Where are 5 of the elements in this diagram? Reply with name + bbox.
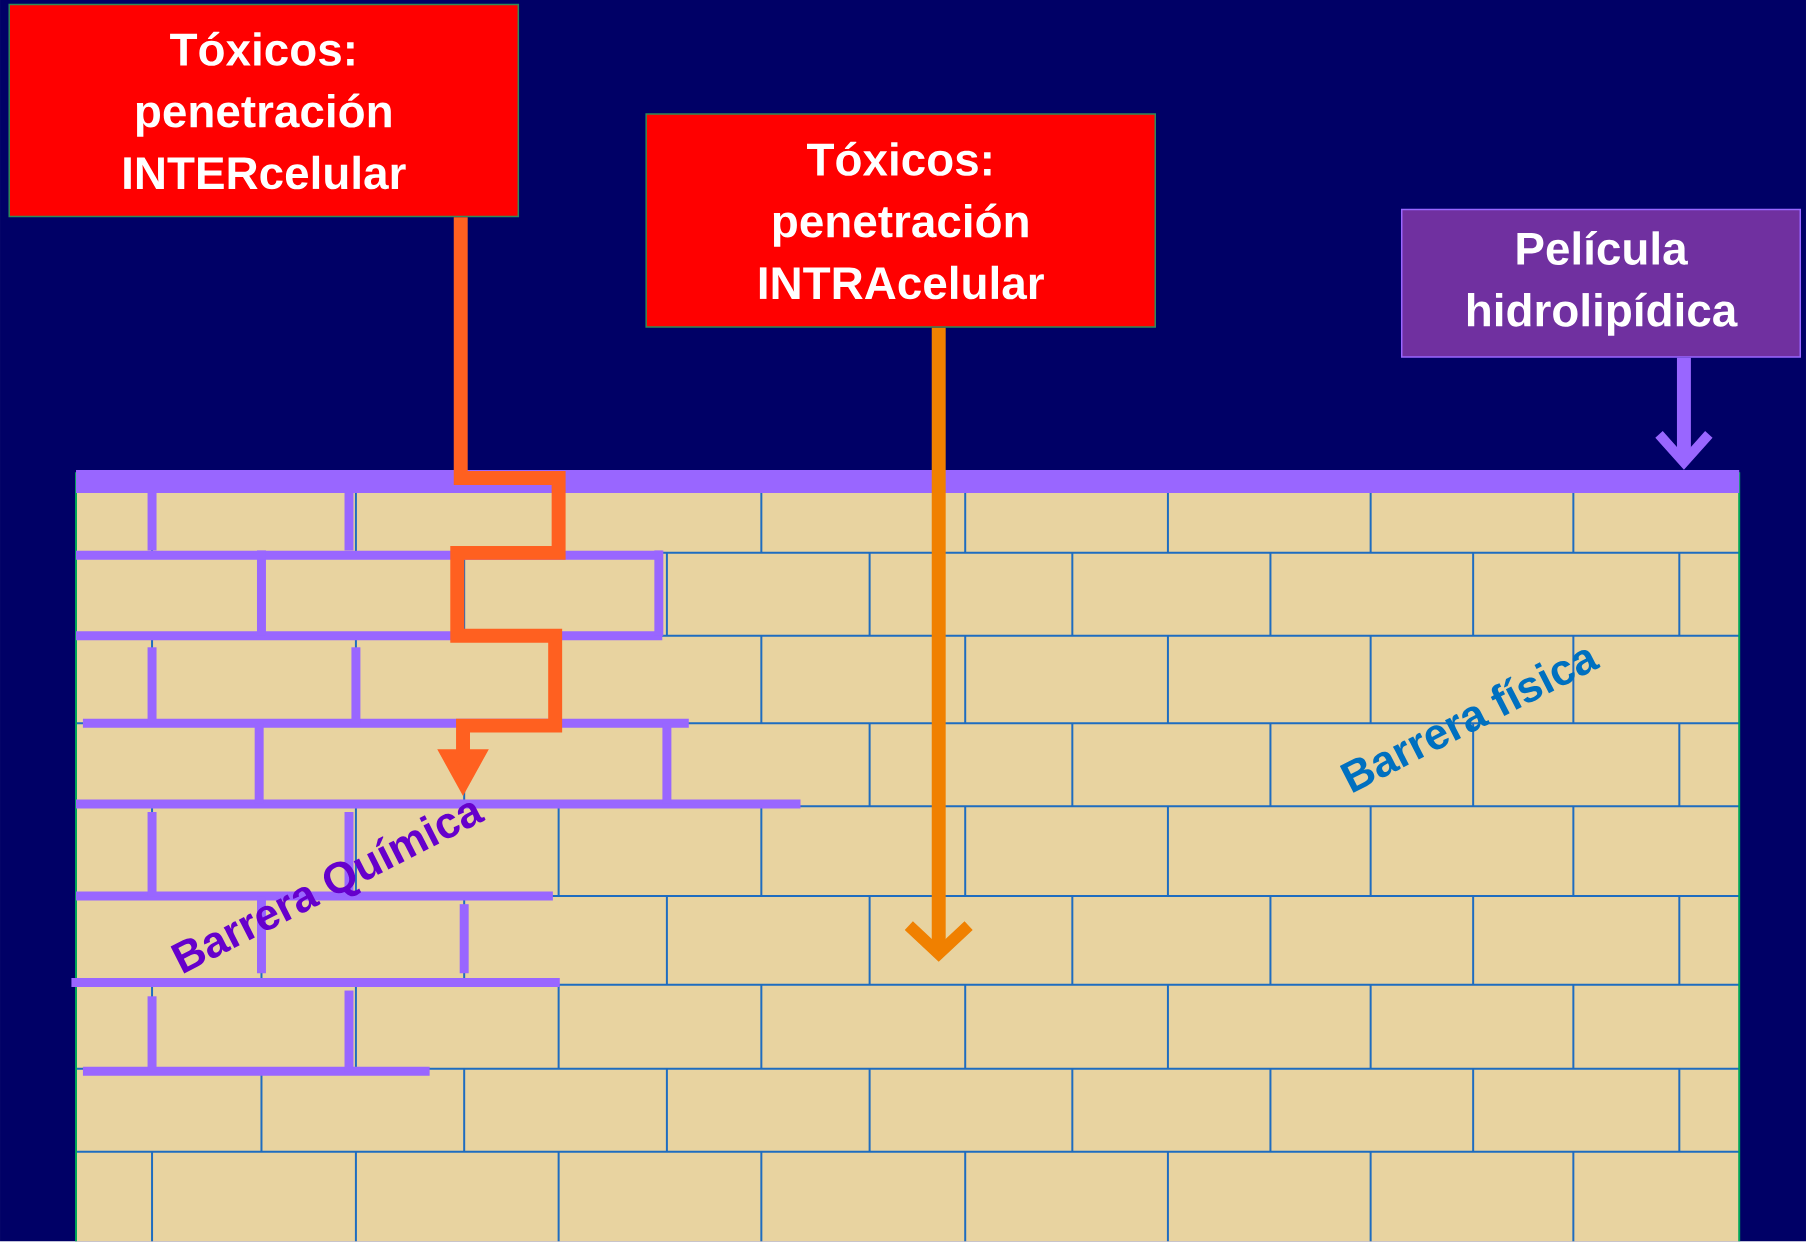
label-box: Tóxicos: penetración INTERcelular [8, 4, 520, 218]
label-box: Tóxicos: penetración INTRAcelular [645, 113, 1156, 329]
label-box: Película hidrolipídica [1401, 209, 1801, 358]
film-layer [76, 470, 1740, 494]
arrow [904, 328, 973, 962]
